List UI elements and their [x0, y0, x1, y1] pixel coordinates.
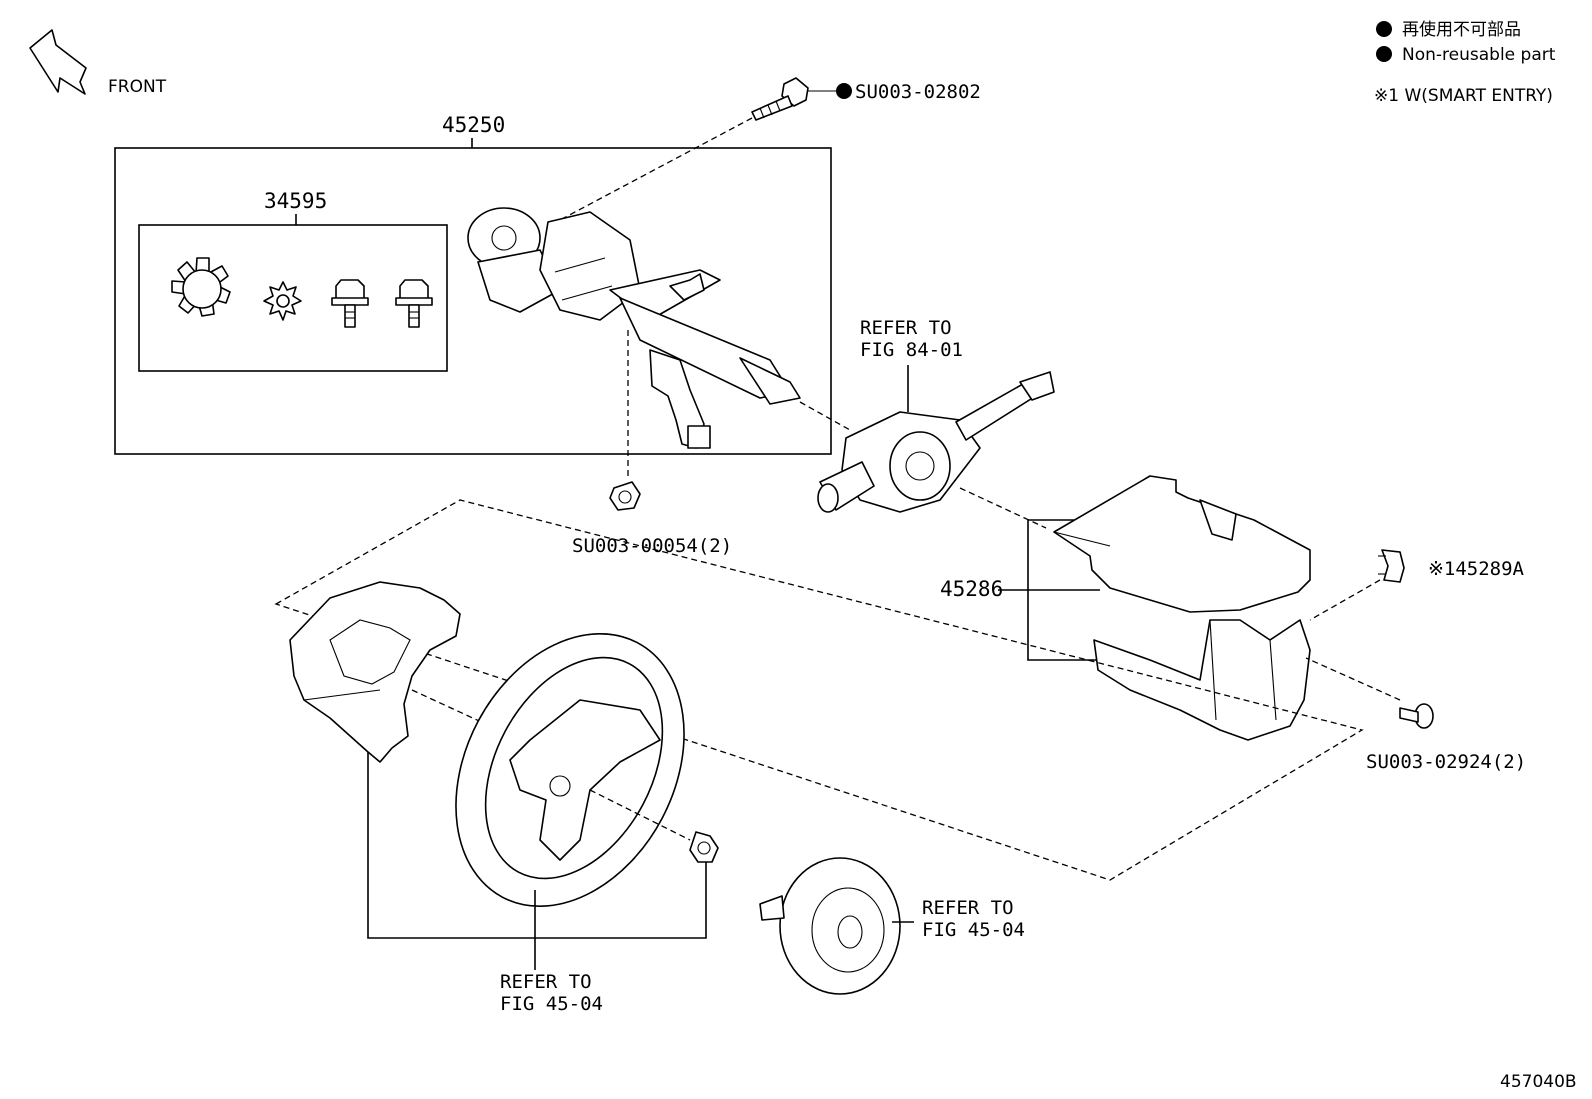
- non-reusable-dot-icon: [836, 83, 852, 99]
- screw-icon: [1399, 703, 1434, 729]
- bolt-icon: [331, 279, 369, 328]
- assembly-outline: [274, 499, 1364, 881]
- airbag-ref-line1: REFER TO: [922, 897, 1014, 919]
- label-screw-cover: SU003-02924(2): [1366, 751, 1526, 773]
- lower-column-cover-icon: [1093, 619, 1311, 741]
- legend-en-label: Non-reusable part: [1402, 45, 1556, 65]
- steering-wheel-icon: [455, 633, 685, 907]
- top-bolt-icon: [751, 77, 809, 121]
- label-smart-entry-part: ※145289A: [1428, 558, 1525, 580]
- non-reusable-dot-icon: [1376, 46, 1392, 62]
- wheel-lower-cover-icon: [289, 581, 461, 763]
- large-gear-icon: [171, 257, 231, 317]
- label-45250: 45250: [442, 113, 505, 137]
- steering-column-icon: [467, 207, 801, 449]
- legend-jp-label: 再使用不可部品: [1402, 19, 1521, 40]
- airbag-icon: [759, 857, 901, 995]
- wheel-nut-icon: [689, 831, 719, 863]
- label-34595: 34595: [264, 189, 327, 213]
- combo-ref-line2: FIG 84-01: [860, 339, 963, 361]
- combo-ref-line1: REFER TO: [860, 317, 952, 339]
- upper-column-cover-icon: [1053, 475, 1311, 613]
- small-gear-icon: [263, 281, 302, 321]
- legend-note: ※1 W(SMART ENTRY): [1374, 86, 1553, 106]
- wheel-ref-line2: FIG 45-04: [500, 993, 603, 1015]
- clip-icon: [1378, 549, 1405, 583]
- label-bolt-top: SU003-02802: [855, 81, 981, 103]
- column-assembly-box: [114, 147, 832, 455]
- drawing-number: 457040B: [1500, 1072, 1577, 1092]
- label-nut-column: SU003-00054(2): [572, 535, 732, 557]
- bolt-icon: [395, 279, 433, 328]
- combination-switch-icon: [817, 371, 1055, 513]
- front-label: FRONT: [108, 77, 167, 97]
- wheel-ref-line1: REFER TO: [500, 971, 592, 993]
- wheel-bracket: [367, 752, 707, 939]
- nut-icon: [609, 481, 641, 511]
- kit-box: [138, 224, 448, 372]
- legend: 再使用不可部品 Non-reusable part ※1 W(SMART ENT…: [1374, 19, 1556, 106]
- front-arrow-icon: [29, 29, 87, 95]
- non-reusable-dot-icon: [1376, 21, 1392, 37]
- airbag-ref-line2: FIG 45-04: [922, 919, 1025, 941]
- label-45286: 45286: [940, 577, 1003, 601]
